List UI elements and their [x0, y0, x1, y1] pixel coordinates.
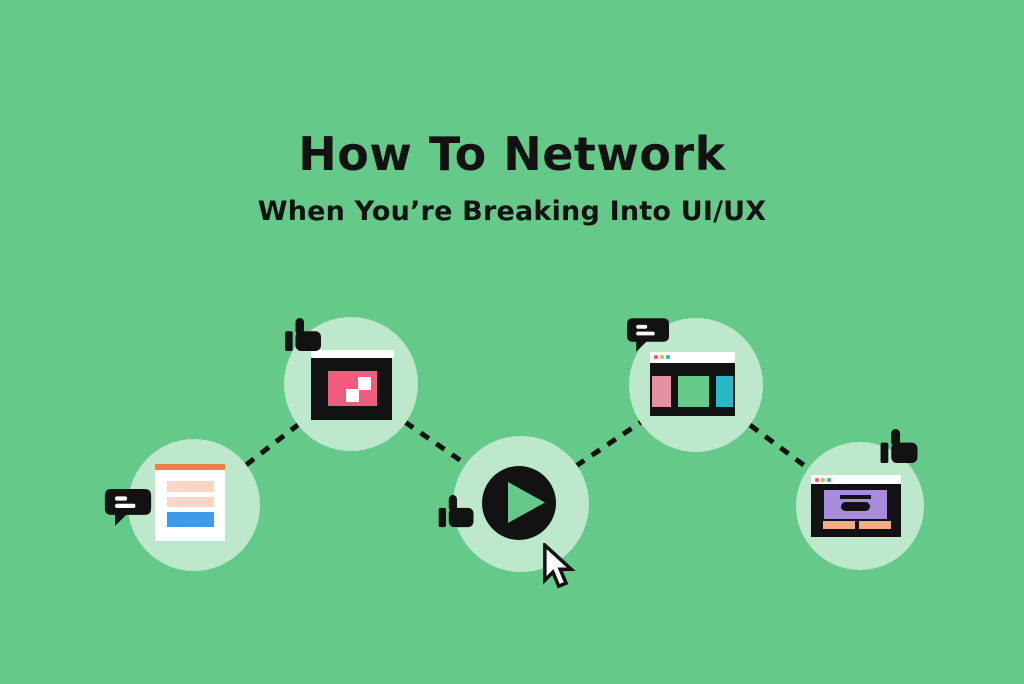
chat-bubble-line-2 [636, 331, 655, 336]
page-title: How To Network [298, 127, 726, 181]
thumbs-up-icon [438, 495, 474, 528]
chat-bubble-line-2 [115, 503, 136, 508]
landing-footer-block-2 [859, 521, 891, 529]
thumb-hand [295, 331, 321, 352]
chat-bubble-line-1 [636, 324, 648, 329]
cursor-icon [543, 543, 576, 589]
design-window-titlebar [311, 350, 394, 358]
article-button-block [167, 512, 214, 527]
connector-3 [574, 419, 643, 469]
layout-column-left [652, 376, 671, 407]
connector-2 [403, 419, 469, 468]
thumb-hand [891, 442, 918, 464]
article-text-line-1 [167, 481, 214, 492]
chat-bubble-icon [627, 318, 669, 352]
thumb-cuff [880, 442, 889, 464]
window-dot-yellow [821, 478, 825, 482]
article-text-line-2 [167, 497, 214, 507]
cursor-arrow [543, 543, 576, 589]
landing-window-titlebar [811, 475, 901, 484]
window-control-dots [654, 355, 670, 359]
layout-column-right [716, 376, 733, 407]
connector-4 [748, 422, 807, 469]
thumb-cuff [438, 507, 446, 528]
connector-1 [244, 422, 301, 467]
thumb-finger [891, 429, 900, 447]
window-dot-yellow [660, 355, 664, 359]
thumb-cuff [285, 331, 293, 352]
window-dot-teal [827, 478, 831, 482]
play-icon [508, 482, 545, 523]
chat-bubble-line-1 [115, 496, 128, 501]
window-dot-teal [666, 355, 670, 359]
landing-footer-block-1 [823, 521, 855, 529]
play-triangle [508, 482, 545, 523]
window-dot-pink [815, 478, 819, 482]
landing-hero-pill [841, 502, 870, 511]
thumbs-up-icon [880, 429, 918, 464]
layout-window-titlebar [650, 352, 735, 363]
thumb-finger [295, 318, 304, 335]
landing-hero-line [840, 495, 871, 499]
pixel-square-1 [358, 377, 371, 390]
window-control-dots [815, 478, 831, 482]
page-subtitle: When You’re Breaking Into UI/UX [257, 196, 767, 227]
chat-bubble-icon [104, 489, 152, 526]
thumbs-up-icon [285, 318, 321, 352]
thumb-hand [448, 507, 474, 528]
window-dot-pink [654, 355, 658, 359]
thumb-finger [448, 495, 457, 512]
layout-column-center [678, 376, 709, 407]
article-card-topbar [155, 464, 225, 470]
pixel-square-2 [346, 389, 359, 402]
